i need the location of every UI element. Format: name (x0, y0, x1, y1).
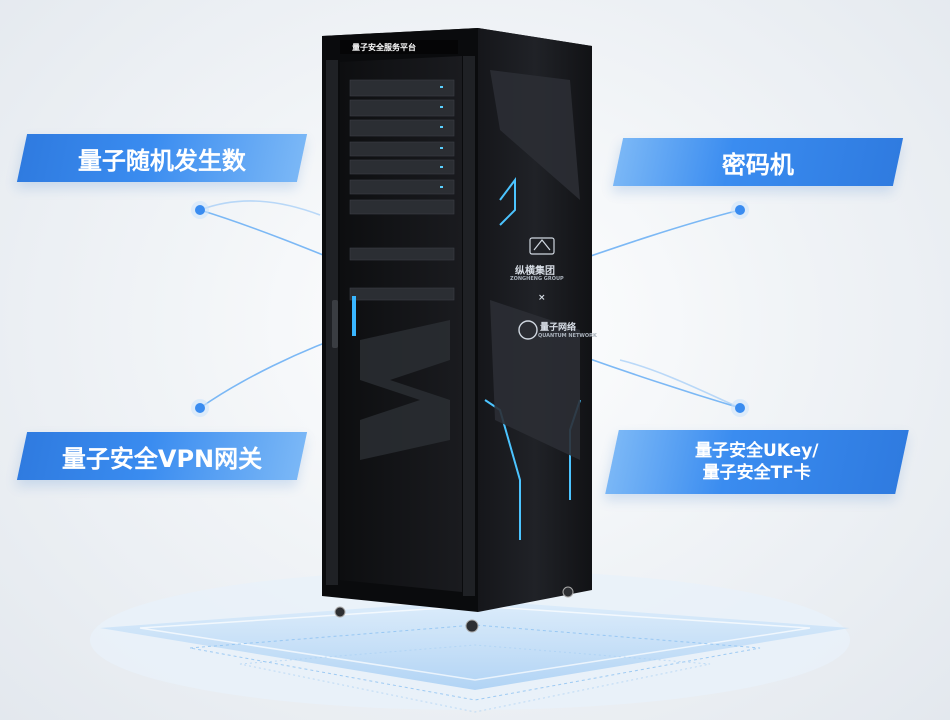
cabinet-top-banner: 量子安全服务平台 (352, 43, 416, 52)
connector-dots (191, 201, 749, 417)
label-ukey-line-2: 量子安全TF卡 (702, 463, 812, 483)
side-panel-shapes (490, 70, 580, 460)
brand-logo-emblem (518, 237, 555, 340)
server-units (349, 79, 455, 301)
brand-left-english: ZONGHENG GROUP (510, 276, 564, 282)
caster-wheels (334, 586, 574, 633)
label-cipher-machine: 密码机 (612, 138, 904, 186)
label-cipher-machine-text: 密码机 (722, 150, 794, 179)
label-quantum-rng: 量子随机发生数 (16, 134, 308, 182)
label-quantum-vpn-gateway-text: 量子安全VPN网关 (61, 444, 263, 473)
label-quantum-rng-text: 量子随机发生数 (78, 146, 246, 175)
label-ukey-tf-card-text: 量子安全UKey/ 量子安全TF卡 (695, 440, 819, 484)
server-leds (440, 86, 443, 188)
label-ukey-tf-card: 量子安全UKey/ 量子安全TF卡 (605, 430, 909, 494)
brand-right-name: 量子网络 (540, 323, 577, 333)
brand-left-name: 纵横集团 (515, 266, 555, 277)
brand-right-english: QUANTUM NETWORK (538, 333, 597, 339)
platform-base (100, 600, 850, 713)
label-quantum-vpn-gateway: 量子安全VPN网关 (16, 432, 308, 480)
label-ukey-line-1: 量子安全UKey/ (695, 441, 819, 461)
server-cabinet (322, 28, 592, 633)
brand-connector: × (538, 293, 546, 303)
